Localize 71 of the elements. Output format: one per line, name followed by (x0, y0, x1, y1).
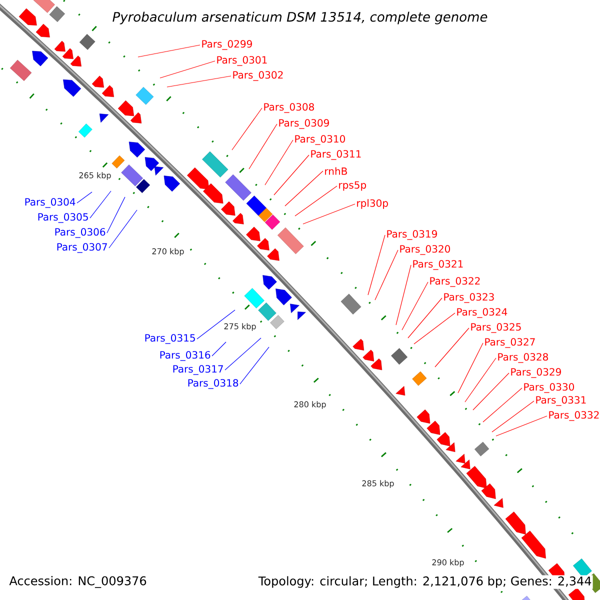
leader-line (434, 328, 470, 368)
gene-label: Pars_0325 (471, 323, 521, 333)
leader-line (472, 372, 510, 410)
leader-line (402, 282, 428, 330)
gene-label: Pars_0324 (457, 308, 508, 318)
gene-label: rnhB (325, 167, 347, 175)
gene-label: Pars_0331 (536, 396, 586, 406)
gene-label: Pars_0310 (295, 135, 346, 145)
leader-line (166, 76, 232, 88)
gene-label: Pars_0328 (498, 353, 548, 363)
gene-label: Pars_0307 (57, 243, 107, 253)
gene-label: rps5p (339, 181, 366, 191)
leader-line (240, 346, 270, 384)
leader-line (482, 388, 522, 422)
leader-line (408, 298, 442, 338)
leader-line (106, 196, 126, 234)
footer-text: Topology: circular; Length: 2,121,076 bp; Genes: 2,344 (257, 575, 593, 589)
title: Pyrobaculum arsenaticum DSM 13514, complete genome (112, 12, 488, 24)
leader-line (196, 310, 236, 340)
scale-label: 285 kbp (360, 479, 396, 489)
gene-label: Pars_0299 (202, 40, 252, 50)
leader-line (248, 124, 278, 170)
gene-label: Pars_0318 (188, 379, 238, 389)
leader-line (224, 338, 262, 370)
gene-label: Pars_0311 (311, 150, 361, 160)
leader-line (492, 400, 534, 432)
gene-label: Pars_0320 (400, 245, 450, 255)
leader-line (160, 60, 216, 78)
leader-line (108, 210, 138, 248)
gene-label: Pars_0327 (485, 338, 535, 348)
scale-label: 270 kbp (150, 247, 186, 257)
leader-line (212, 342, 226, 356)
leader-line (414, 312, 456, 344)
gene-label: rpl30p (357, 199, 388, 209)
gene-label: Pars_0332 (549, 411, 599, 421)
leader-line (264, 140, 294, 186)
leader-line (274, 154, 310, 196)
leader-line (138, 44, 200, 58)
gene-label: Pars_0316 (160, 351, 210, 361)
gene-label: Pars_0302 (233, 71, 283, 81)
gene-label: Pars_0323 (444, 293, 494, 303)
leader-line (232, 108, 262, 150)
leader-line (396, 264, 412, 326)
scale-label: 290 kbp (430, 558, 466, 568)
gene-label: Pars_0306 (55, 228, 106, 238)
gene-label: Pars_0317 (173, 365, 223, 375)
gene-label: Pars_0309 (279, 119, 329, 129)
scale-label: 280 kbp (292, 400, 328, 410)
gene-label: Pars_0329 (511, 368, 561, 378)
gene-label: Pars_0319 (387, 230, 437, 240)
gene-label: Pars_0315 (145, 334, 195, 344)
leader-line (458, 342, 484, 394)
gene-label: Pars_0304 (25, 198, 76, 208)
gene-label: Pars_0330 (524, 383, 574, 393)
gene-label: Pars_0308 (264, 103, 314, 113)
scale-label: 265 kbp (78, 171, 112, 181)
gene-label: Pars_0321 (413, 260, 463, 270)
gene-label: Pars_0305 (38, 213, 88, 223)
leader-line (374, 250, 398, 300)
leader-line (302, 204, 356, 224)
leader-line (284, 170, 324, 206)
gene-label: Pars_0322 (430, 277, 480, 287)
gene-label: Pars_0301 (217, 56, 267, 66)
footer-text: Accession: NC_009376 (8, 575, 148, 589)
leader-line (294, 186, 338, 216)
scale-label: 275 kbp (222, 322, 258, 332)
leader-line (368, 234, 386, 296)
leader-line (76, 192, 92, 204)
leader-line (496, 416, 548, 436)
leader-line (90, 190, 112, 218)
leader-line (464, 358, 496, 402)
